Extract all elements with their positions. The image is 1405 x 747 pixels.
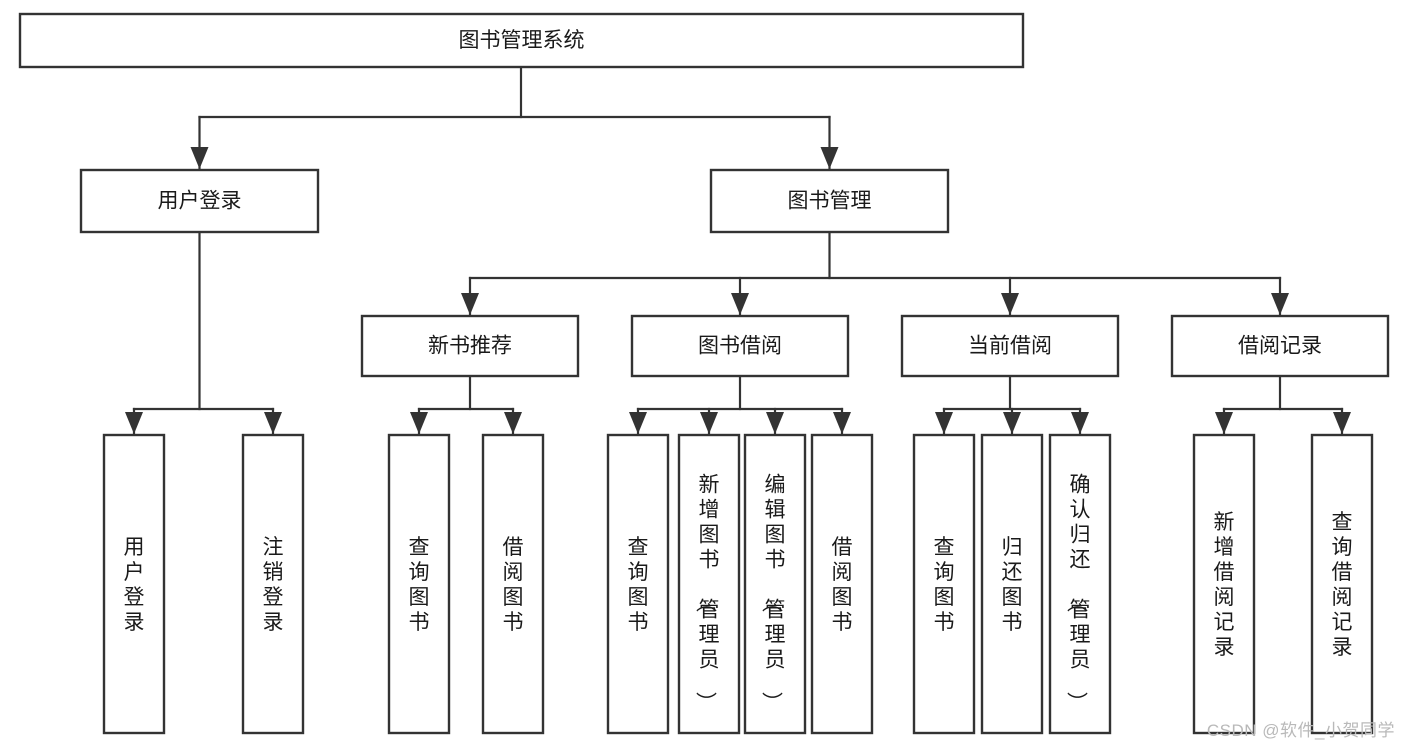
- node-level2-user-login[interactable]: 用户登录: [79, 168, 320, 234]
- node-leaf-leaf-add-borrow-record[interactable]: 新增借阅记录: [1192, 433, 1256, 735]
- arrow-head-icon: [461, 293, 479, 315]
- nodes-layer: 图书管理系统用户登录图书管理新书推荐图书借阅当前借阅借阅记录用户登录注销登录查询…: [18, 12, 1390, 735]
- node-label: 图书管理系统: [459, 29, 585, 52]
- node-leaf-leaf-add-book-admin[interactable]: 新增图书（管理员）: [677, 433, 741, 735]
- node-label: 当前借阅: [968, 335, 1052, 358]
- node-leaf-leaf-query-borrow-record[interactable]: 查询借阅记录: [1310, 433, 1374, 735]
- node-label: 图书借阅: [698, 335, 782, 358]
- node-label: 图书管理: [788, 190, 872, 213]
- node-box[interactable]: [980, 433, 1044, 735]
- arrow-head-icon: [190, 147, 209, 169]
- node-box[interactable]: [1048, 433, 1112, 735]
- node-root-system[interactable]: 图书管理系统: [18, 12, 1025, 69]
- node-box[interactable]: [912, 433, 976, 735]
- node-label: 查询图书: [628, 536, 649, 634]
- node-level3-book-borrow[interactable]: 图书借阅: [630, 314, 850, 378]
- node-box[interactable]: [630, 314, 850, 378]
- node-box[interactable]: [360, 314, 580, 378]
- arrow-head-icon: [766, 412, 784, 434]
- node-box[interactable]: [743, 433, 807, 735]
- node-box[interactable]: [606, 433, 670, 735]
- node-leaf-leaf-return-book[interactable]: 归还图书: [980, 433, 1044, 735]
- node-label: 借阅图书: [832, 536, 853, 634]
- arrow-head-icon: [935, 412, 953, 434]
- arrow-head-icon: [820, 147, 839, 169]
- node-box[interactable]: [102, 433, 166, 735]
- node-label: 查询图书: [409, 536, 430, 634]
- node-label: 借阅记录: [1238, 335, 1322, 358]
- arrow-head-icon: [1215, 412, 1233, 434]
- node-label: 用户登录: [124, 536, 145, 634]
- node-label: 新增借阅记录: [1214, 511, 1235, 659]
- arrow-head-icon: [504, 412, 522, 434]
- arrow-head-icon: [1333, 412, 1351, 434]
- node-leaf-leaf-logout-login[interactable]: 注销登录: [241, 433, 305, 735]
- node-leaf-leaf-user-login[interactable]: 用户登录: [102, 433, 166, 735]
- node-box[interactable]: [241, 433, 305, 735]
- node-box[interactable]: [1310, 433, 1374, 735]
- node-label: 用户登录: [158, 190, 242, 213]
- node-label: 查询借阅记录: [1332, 511, 1353, 659]
- node-box[interactable]: [677, 433, 741, 735]
- node-label: 新书推荐: [428, 335, 512, 358]
- arrow-head-icon: [833, 412, 851, 434]
- node-box[interactable]: [18, 12, 1025, 69]
- node-box[interactable]: [709, 168, 950, 234]
- node-leaf-leaf-query-book-current[interactable]: 查询图书: [912, 433, 976, 735]
- node-leaf-leaf-borrow-book[interactable]: 借阅图书: [810, 433, 874, 735]
- node-label: 借阅图书: [503, 536, 524, 634]
- node-leaf-leaf-borrow-book-recommend[interactable]: 借阅图书: [481, 433, 545, 735]
- node-level3-current-borrow[interactable]: 当前借阅: [900, 314, 1120, 378]
- node-box[interactable]: [810, 433, 874, 735]
- node-box[interactable]: [1192, 433, 1256, 735]
- node-level3-borrow-records[interactable]: 借阅记录: [1170, 314, 1390, 378]
- node-box[interactable]: [387, 433, 451, 735]
- arrow-head-icon: [1003, 412, 1021, 434]
- arrow-head-icon: [731, 293, 749, 315]
- node-label: 编辑图书（管理员）: [760, 474, 786, 713]
- arrow-head-icon: [629, 412, 647, 434]
- node-leaf-leaf-edit-book-admin[interactable]: 编辑图书（管理员）: [743, 433, 807, 735]
- arrow-head-icon: [264, 412, 282, 434]
- node-label: 注销登录: [263, 536, 284, 634]
- node-label: 确认归还（管理员）: [1065, 474, 1091, 713]
- node-label: 查询图书: [934, 536, 955, 634]
- node-box[interactable]: [79, 168, 320, 234]
- node-label: 新增图书（管理员）: [694, 474, 720, 713]
- connectors-layer: [125, 65, 1351, 435]
- node-box[interactable]: [1170, 314, 1390, 378]
- node-label: 归还图书: [1002, 536, 1023, 634]
- node-leaf-leaf-query-book-borrow[interactable]: 查询图书: [606, 433, 670, 735]
- arrow-head-icon: [410, 412, 428, 434]
- arrow-head-icon: [1071, 412, 1089, 434]
- node-leaf-leaf-confirm-return-admin[interactable]: 确认归还（管理员）: [1048, 433, 1112, 735]
- node-level2-book-management[interactable]: 图书管理: [709, 168, 950, 234]
- node-level3-new-book-recommend[interactable]: 新书推荐: [360, 314, 580, 378]
- arrow-head-icon: [1001, 293, 1019, 315]
- arrow-head-icon: [125, 412, 143, 434]
- arrow-head-icon: [1271, 293, 1289, 315]
- node-box[interactable]: [481, 433, 545, 735]
- csdn-watermark: CSDN @软件_小贺同学: [1206, 721, 1395, 740]
- node-box[interactable]: [900, 314, 1120, 378]
- arrow-head-icon: [700, 412, 718, 434]
- node-leaf-leaf-query-book-recommend[interactable]: 查询图书: [387, 433, 451, 735]
